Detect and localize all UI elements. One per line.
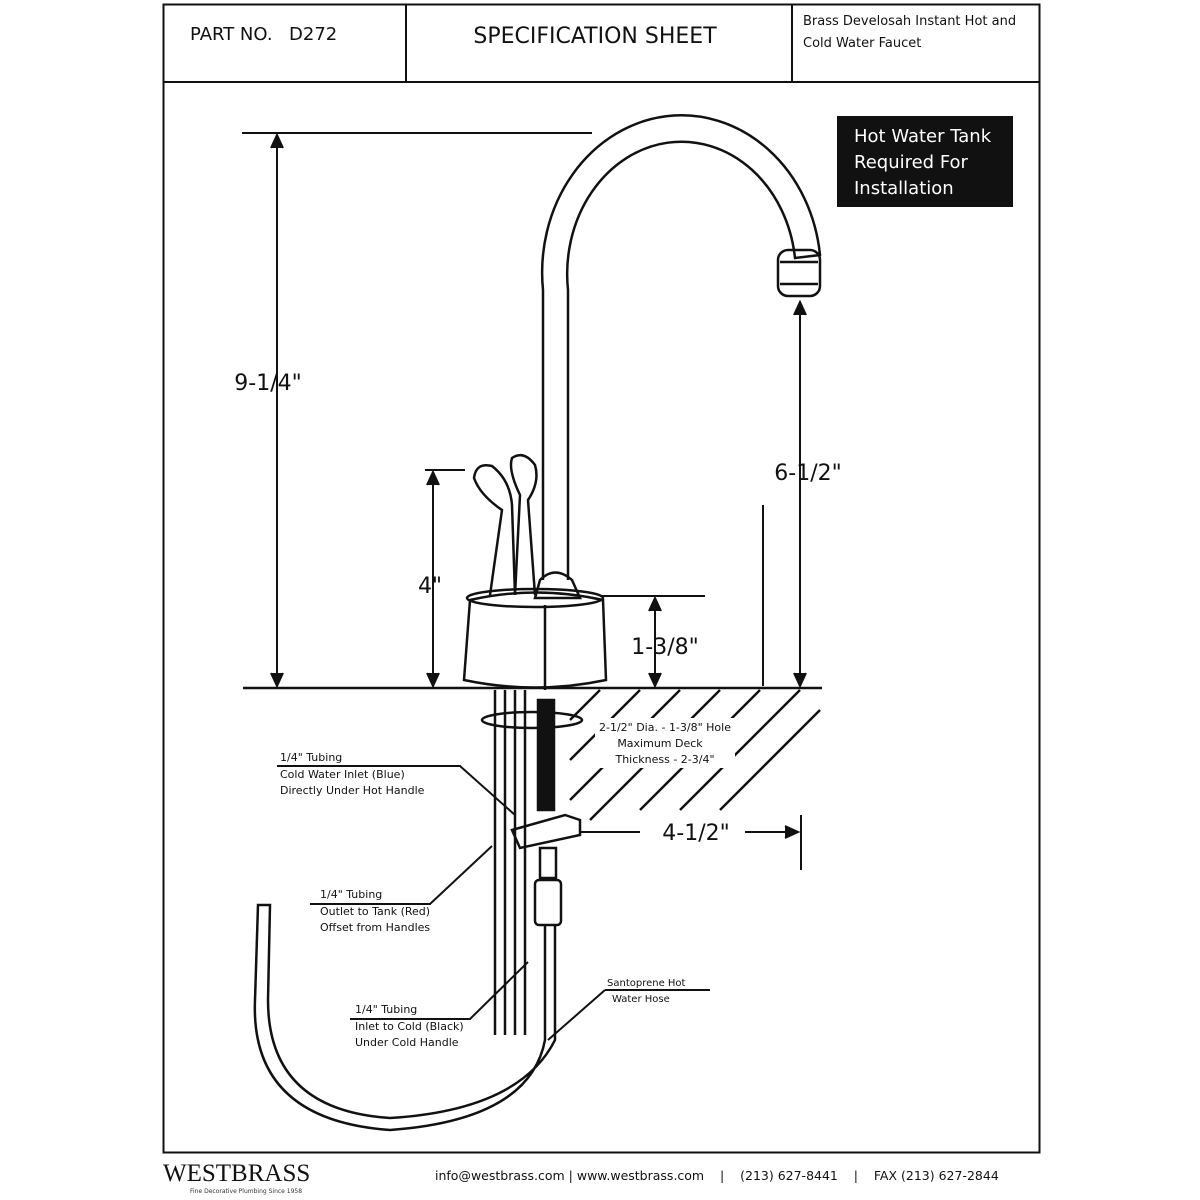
notice-box xyxy=(837,116,1013,207)
hot-handle xyxy=(472,464,517,596)
dimension-lines xyxy=(242,132,807,1041)
part-no-label: PART NO. xyxy=(190,24,273,45)
svg-text:Directly Under Hot Handle: Directly Under Hot Handle xyxy=(280,784,425,797)
svg-text:1/4" Tubing: 1/4" Tubing xyxy=(355,1003,417,1016)
note-inlet-to-cold: 1/4" Tubing Inlet to Cold (Black) Under … xyxy=(355,1003,464,1049)
note-outlet-to-tank: 1/4" Tubing Outlet to Tank (Red) Offset … xyxy=(320,888,430,934)
cold-handle xyxy=(509,453,538,596)
product-name-line2: Cold Water Faucet xyxy=(803,36,921,51)
svg-text:Maximum Deck: Maximum Deck xyxy=(617,737,703,750)
dim-spout-height: 6-1/2" xyxy=(774,461,841,486)
brand-tagline: Fine Decorative Plumbing Since 1958 xyxy=(190,1188,302,1195)
spout xyxy=(540,114,822,580)
svg-text:Santoprene Hot: Santoprene Hot xyxy=(607,978,686,989)
svg-text:Water Hose: Water Hose xyxy=(612,994,670,1005)
svg-text:1/4" Tubing: 1/4" Tubing xyxy=(280,751,342,764)
note-hot-water-hose: Santoprene Hot Water Hose xyxy=(607,978,686,1005)
page-frame xyxy=(162,3,1041,1154)
svg-text:Cold Water Inlet (Blue): Cold Water Inlet (Blue) xyxy=(280,768,405,781)
dim-base-height: 1-3/8" xyxy=(631,635,698,660)
dim-handle-height: 4" xyxy=(418,574,442,599)
product-name-line1: Brass Develosah Instant Hot and xyxy=(803,14,1016,29)
contact-info: info@westbrass.com | www.westbrass.com |… xyxy=(435,1168,999,1183)
brand-logo: WESTBRASS xyxy=(163,1160,310,1187)
svg-text:Outlet to Tank (Red): Outlet to Tank (Red) xyxy=(320,905,430,918)
hot-water-hose xyxy=(253,903,557,1132)
svg-text:Thickness - 2-3/4": Thickness - 2-3/4" xyxy=(614,753,714,766)
part-no: D272 xyxy=(289,24,337,45)
mounting-washer xyxy=(480,710,584,730)
notice-line3: Installation xyxy=(854,178,954,199)
hole-note: 2-1/2" Dia. - 1-3/8" Hole Maximum Deck T… xyxy=(595,718,735,768)
svg-text:1/4" Tubing: 1/4" Tubing xyxy=(320,888,382,901)
spout-nozzle xyxy=(776,248,822,298)
mounting-bracket xyxy=(510,813,582,850)
hose-fitting xyxy=(533,878,563,927)
svg-text:2-1/2" Dia. - 1-3/8" Hole: 2-1/2" Dia. - 1-3/8" Hole xyxy=(599,721,731,734)
dim-reach: 4-1/2" xyxy=(662,821,729,846)
svg-text:Offset from Handles: Offset from Handles xyxy=(320,921,430,934)
faucet-drawing xyxy=(253,114,822,1132)
svg-text:Under Cold Handle: Under Cold Handle xyxy=(355,1036,459,1049)
notice-line2: Required For xyxy=(854,152,969,173)
threaded-shank xyxy=(536,698,556,812)
dim-overall-height: 9-1/4" xyxy=(234,371,301,396)
notice-line1: Hot Water Tank xyxy=(854,126,992,147)
note-cold-water-inlet: 1/4" Tubing Cold Water Inlet (Blue) Dire… xyxy=(280,751,425,797)
sheet-title: SPECIFICATION SHEET xyxy=(473,24,717,49)
svg-text:Inlet to Cold (Black): Inlet to Cold (Black) xyxy=(355,1020,464,1033)
